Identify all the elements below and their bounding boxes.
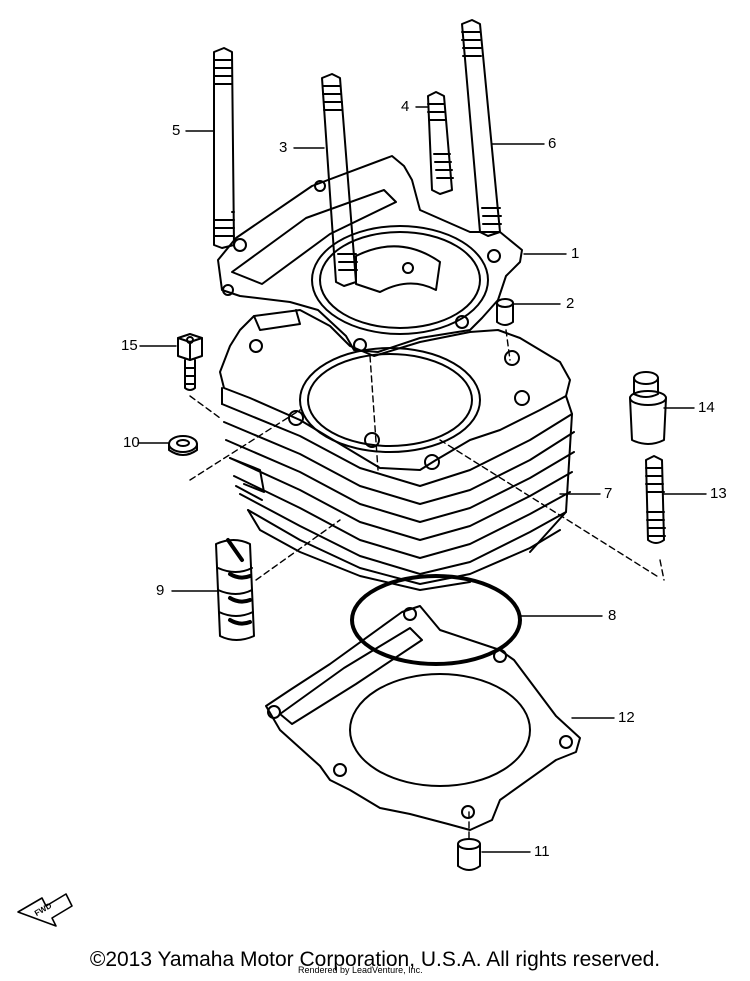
collar-9: [215, 538, 255, 641]
copyright-notice: ©2013 Yamaha Motor Corporation, U.S.A. A…: [89, 948, 661, 971]
render-credit: Rendered by LeadVenture, Inc.: [298, 965, 423, 975]
cylinder-block-7: [219, 309, 575, 591]
stud-13: [645, 455, 666, 544]
bolt-15: [177, 333, 203, 391]
stud-6: [461, 19, 502, 237]
washer-10: [168, 435, 198, 456]
callout-14: 14: [698, 399, 715, 416]
fwd-arrow-icon: [17, 893, 73, 927]
leader-lines: [137, 106, 707, 853]
callout-6: 6: [548, 135, 557, 152]
o-ring-8: [350, 574, 522, 666]
collar-14: [629, 371, 667, 445]
callout-15: 15: [121, 337, 138, 354]
callout-3: 3: [279, 139, 288, 156]
dowel-pin-11: [457, 838, 481, 871]
callout-7: 7: [604, 485, 613, 502]
head-gasket-1: [217, 155, 523, 353]
callout-12: 12: [618, 709, 635, 726]
callout-4: 4: [401, 98, 410, 115]
callout-1: 1: [571, 245, 580, 262]
callout-11: 11: [534, 843, 550, 860]
base-gasket-12: [265, 605, 581, 831]
callout-10: 10: [123, 434, 140, 451]
callout-5: 5: [172, 122, 181, 139]
callout-9: 9: [156, 582, 165, 599]
callout-8: 8: [608, 607, 617, 624]
callout-13: 13: [710, 485, 727, 502]
callout-2: 2: [566, 295, 575, 312]
dowel-pin-2: [496, 298, 514, 326]
stud-5: [213, 47, 235, 249]
stud-4: [427, 91, 454, 195]
